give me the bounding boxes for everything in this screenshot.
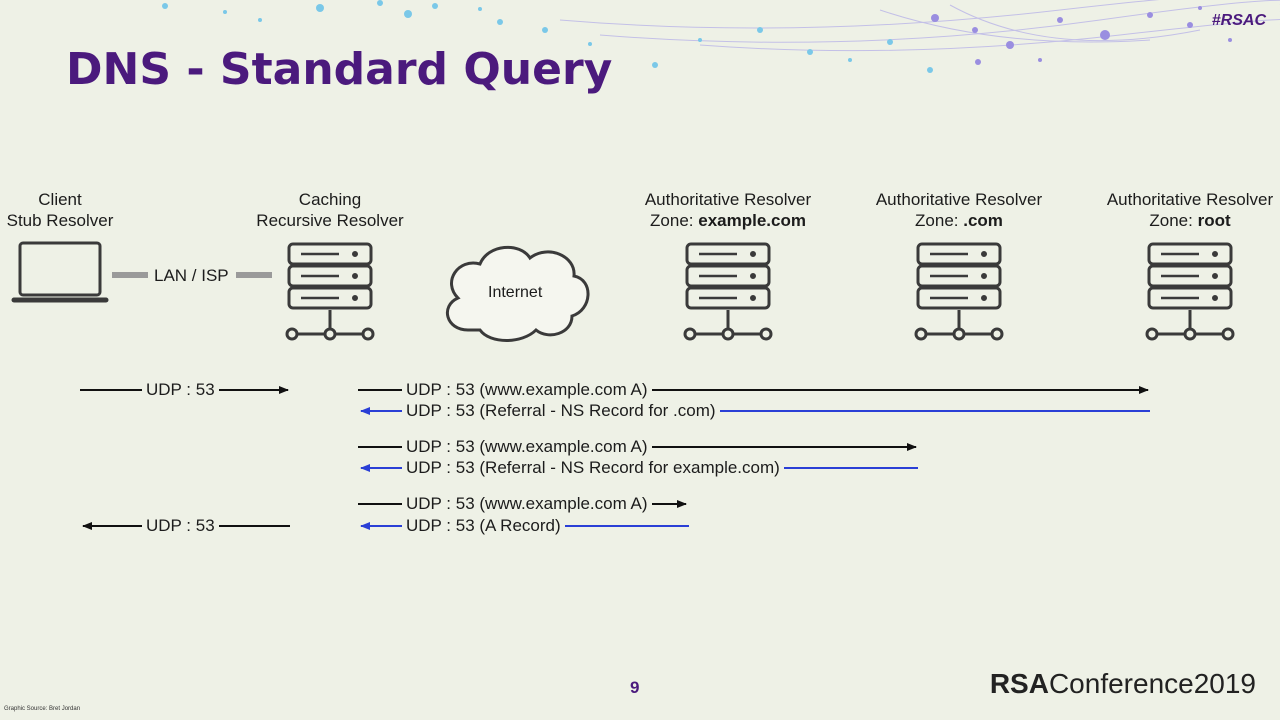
com-query-label: UDP : 53 (www.example.com A) — [402, 437, 652, 457]
client-reply-label: UDP : 53 — [142, 516, 219, 536]
auth-root-server-icon — [1145, 242, 1235, 341]
auth-com-zone: Zone: .com — [876, 210, 1042, 231]
client-query-label: UDP : 53 — [142, 380, 219, 400]
root-query-label: UDP : 53 (www.example.com A) — [402, 380, 652, 400]
auth-root-line1: Authoritative Resolver — [1106, 190, 1274, 209]
example-reply-label: UDP : 53 (A Record) — [402, 516, 565, 536]
lan-link-right — [236, 272, 272, 278]
auth-com-server-icon — [914, 242, 1004, 341]
auth-root-label: Authoritative Resolver Zone: root — [1107, 189, 1273, 231]
zone-prefix: Zone: — [650, 211, 699, 230]
page-number: 9 — [630, 678, 640, 697]
internet-cloud-icon — [446, 245, 590, 342]
client-label-line1: Client — [38, 190, 82, 209]
brand-conference: Conference2019 — [1048, 668, 1256, 699]
slide-title: DNS - Standard Query — [66, 44, 613, 95]
auth-example-label: Authoritative Resolver Zone: example.com — [645, 189, 811, 231]
zone-name: .com — [963, 211, 1003, 230]
lan-link-left — [112, 272, 148, 278]
graphic-source: Graphic Source: Bret Jordan — [4, 706, 81, 712]
auth-root-zone: Zone: root — [1107, 210, 1273, 231]
root-reply-label: UDP : 53 (Referral - NS Record for .com) — [402, 401, 720, 421]
rsac-hashtag: #RSAC — [1211, 12, 1266, 29]
zone-prefix: Zone: — [915, 211, 964, 230]
caching-label-line1: Caching — [298, 190, 362, 209]
caching-label-line2: Recursive Resolver — [256, 211, 404, 230]
example-query-label: UDP : 53 (www.example.com A) — [402, 494, 652, 514]
brand-rsa: RSA — [989, 668, 1049, 699]
caching-resolver-label: Caching Recursive Resolver — [256, 189, 403, 231]
auth-com-line1: Authoritative Resolver — [875, 190, 1043, 209]
rsa-conference-logo: RSAConference2019 — [990, 668, 1256, 700]
caching-resolver-server-icon — [285, 242, 375, 341]
internet-label: Internet — [488, 284, 543, 301]
lan-isp-label: LAN / ISP — [154, 266, 229, 285]
zone-prefix: Zone: — [1149, 211, 1198, 230]
zone-name: root — [1197, 211, 1231, 230]
laptop-icon — [11, 241, 109, 303]
com-reply-label: UDP : 53 (Referral - NS Record for examp… — [402, 458, 784, 478]
client-label: Client Stub Resolver — [7, 189, 114, 231]
auth-com-label: Authoritative Resolver Zone: .com — [876, 189, 1042, 231]
zone-name: example.com — [698, 211, 806, 230]
auth-example-line1: Authoritative Resolver — [644, 190, 812, 209]
auth-example-server-icon — [683, 242, 773, 341]
client-label-line2: Stub Resolver — [6, 211, 114, 230]
auth-example-zone: Zone: example.com — [645, 210, 811, 231]
decorative-dots-background — [162, 0, 1280, 73]
